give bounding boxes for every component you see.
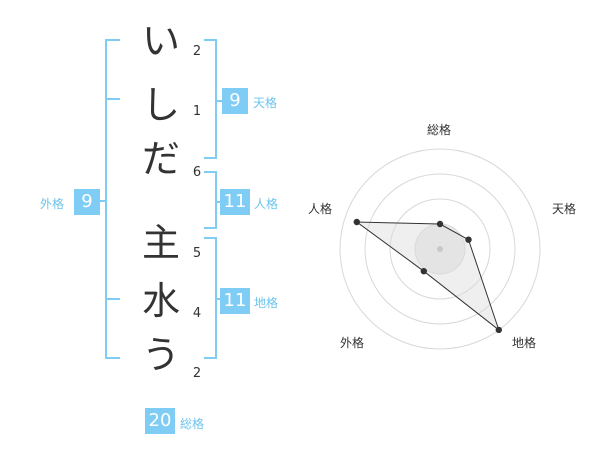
radar-label-soukaku: 総格 [427, 123, 452, 137]
soukaku-label: 総格 [180, 417, 205, 431]
gaikaku-badge: 9 [74, 189, 100, 215]
radar-center-dot [437, 246, 443, 252]
surname-strokes-2: 1 [192, 104, 202, 119]
given-char-3: う [141, 333, 180, 377]
radar-point-3 [495, 326, 502, 334]
tenkaku-label: 天格 [253, 96, 278, 110]
radar-label-gaikaku: 外格 [340, 336, 365, 350]
given-strokes-3: 2 [192, 366, 202, 381]
radar-point-5 [353, 218, 360, 226]
given-strokes-2: 4 [192, 306, 202, 321]
radar-point-2 [465, 236, 472, 243]
chikaku-label: 地格 [254, 296, 279, 310]
chikaku-badge: 11 [220, 288, 250, 314]
surname-strokes-3: 6 [192, 165, 202, 180]
jinkaku-badge: 11 [220, 189, 250, 215]
radar-label-chikaku: 地格 [512, 336, 537, 350]
surname-strokes-1: 2 [192, 44, 202, 59]
radar-label-tenkaku: 天格 [552, 202, 577, 216]
tenkaku-bracket [204, 39, 217, 159]
radar-point-4 [420, 268, 427, 275]
soukaku-badge: 20 [145, 408, 175, 434]
radar-ring-4 [339, 148, 541, 350]
given-char-1: 主 [141, 221, 180, 265]
gaikaku-bracket [105, 39, 120, 359]
jinkaku-label: 人格 [254, 197, 279, 211]
radar-point-1 [436, 220, 444, 228]
surname-char-2: し [141, 83, 180, 127]
given-char-2: 水 [141, 279, 180, 323]
radar-label-jinkaku: 人格 [308, 202, 333, 216]
radar-ring-3 [364, 173, 516, 325]
surname-char-3: だ [141, 137, 180, 181]
radar-data-polygon [355, 221, 500, 332]
gaikaku-label: 外格 [40, 197, 65, 211]
radar-ring-2 [389, 198, 491, 300]
jinkaku-bracket [204, 171, 217, 229]
tenkaku-badge: 9 [222, 88, 248, 114]
surname-char-1: い [141, 19, 180, 63]
given-strokes-1: 5 [192, 246, 202, 261]
